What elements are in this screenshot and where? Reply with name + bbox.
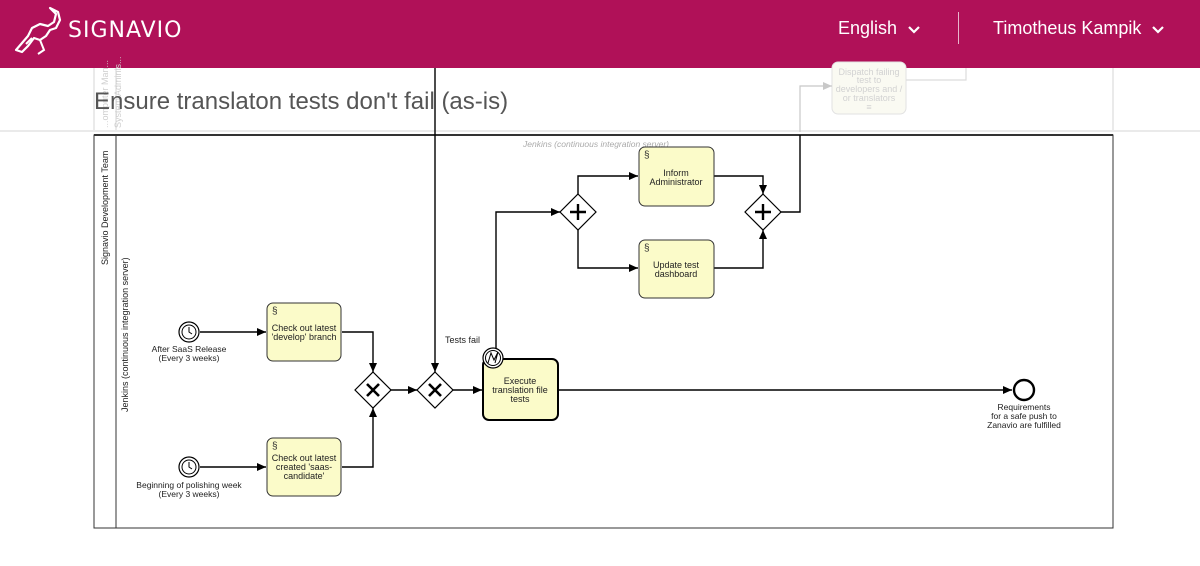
task-label: Inform xyxy=(663,168,689,178)
task-label: Administrator xyxy=(649,177,702,187)
language-selector[interactable]: English xyxy=(838,18,921,39)
pool-label: Signavio Development Team xyxy=(100,151,110,265)
faded-flow xyxy=(906,68,967,81)
task-check-out-develop[interactable]: § Check out latest 'develop' branch xyxy=(266,302,342,362)
task-execute-translation-tests[interactable]: Execute translation file tests xyxy=(482,358,559,421)
page-title: Ensure translaton tests don't fail (as-i… xyxy=(94,88,509,115)
flow-saas-to-xor xyxy=(342,408,377,468)
faded-task-line: Dispatch failing xyxy=(838,67,899,77)
flow-and-to-dispatch xyxy=(781,135,801,213)
task-label: candidate' xyxy=(284,471,325,481)
start-event-label: After SaaS Release xyxy=(152,344,227,354)
chevron-down-icon xyxy=(1152,25,1165,34)
faded-lane-label: ...omputer Man... xyxy=(100,60,110,128)
end-event-label: for a safe push to xyxy=(991,411,1057,421)
faded-task-dispatch xyxy=(831,61,907,115)
start-event-label: (Every 3 weeks) xyxy=(159,353,220,363)
error-boundary-event-icon[interactable] xyxy=(482,347,504,369)
lane-header-label: Jenkins (continuous integration server) xyxy=(522,139,669,149)
parallel-gateway-join[interactable] xyxy=(744,193,782,231)
end-event-requirements-fulfilled[interactable] xyxy=(1012,378,1036,402)
chevron-down-icon xyxy=(908,25,920,34)
faded-task-line: developers and / xyxy=(836,84,903,94)
task-inform-administrator[interactable]: § Inform Administrator xyxy=(638,146,715,207)
faded-flow xyxy=(799,82,832,132)
flow-develop-to-xor xyxy=(342,331,377,372)
xor-gateway-merge[interactable] xyxy=(354,371,392,409)
start-event-label: Beginning of polishing week xyxy=(136,480,242,490)
task-label: Check out latest xyxy=(272,453,337,463)
flow-and-to-update xyxy=(577,230,638,272)
faded-task-line: or translators xyxy=(843,93,896,103)
gazelle-logo-icon[interactable] xyxy=(10,6,62,56)
start-event-saas-release[interactable] xyxy=(178,321,200,343)
faded-task-marker-icon: ≡ xyxy=(866,102,871,112)
task-label: dashboard xyxy=(655,269,698,279)
task-check-out-saas-candidate[interactable]: § Check out latest created 'saas- candid… xyxy=(266,437,342,497)
flow-and-to-inform xyxy=(577,172,638,194)
faded-lane-label-2: System Adminis... xyxy=(113,56,123,128)
parallel-gateway-split[interactable] xyxy=(559,193,597,231)
header-divider xyxy=(958,12,959,44)
script-task-icon: § xyxy=(644,150,650,161)
task-update-test-dashboard[interactable]: § Update test dashboard xyxy=(638,239,715,299)
task-label: Update test xyxy=(653,260,700,270)
script-task-icon: § xyxy=(644,243,650,254)
flow-inform-to-and xyxy=(714,175,767,194)
end-event-label: Zanavio are fulfilled xyxy=(987,420,1061,430)
script-task-icon: § xyxy=(272,306,278,317)
user-name: Timotheus Kampik xyxy=(993,18,1142,38)
task-label: Execute xyxy=(504,376,537,386)
faded-task-line: test to xyxy=(857,75,882,85)
script-task-icon: § xyxy=(272,441,278,452)
language-label: English xyxy=(838,18,898,38)
faded-upper-lanes: ...omputer Man... System Adminis... Disp… xyxy=(0,56,1200,132)
brand-name: SIGNAVIO xyxy=(68,18,183,43)
lane-label: Jenkins (continuous integration server) xyxy=(120,257,130,412)
flow-execute-to-and xyxy=(495,208,560,358)
task-label: 'develop' branch xyxy=(272,332,337,342)
end-event-label: Requirements xyxy=(998,402,1051,412)
task-label: tests xyxy=(510,394,530,404)
start-event-label: (Every 3 weeks) xyxy=(159,489,220,499)
xor-gateway-loop[interactable] xyxy=(416,371,454,409)
flow-label-tests-fail: Tests fail xyxy=(445,335,480,345)
start-event-polishing-week[interactable] xyxy=(178,456,200,478)
task-label: translation file xyxy=(492,385,548,395)
flow-update-to-and xyxy=(714,230,767,269)
sequence-flows xyxy=(200,68,1012,471)
task-label: created 'saas- xyxy=(276,462,332,472)
top-bar: SIGNAVIO English Timotheus Kampik xyxy=(0,0,1200,68)
task-label: Check out latest xyxy=(272,323,337,333)
user-menu[interactable]: Timotheus Kampik xyxy=(993,18,1165,39)
